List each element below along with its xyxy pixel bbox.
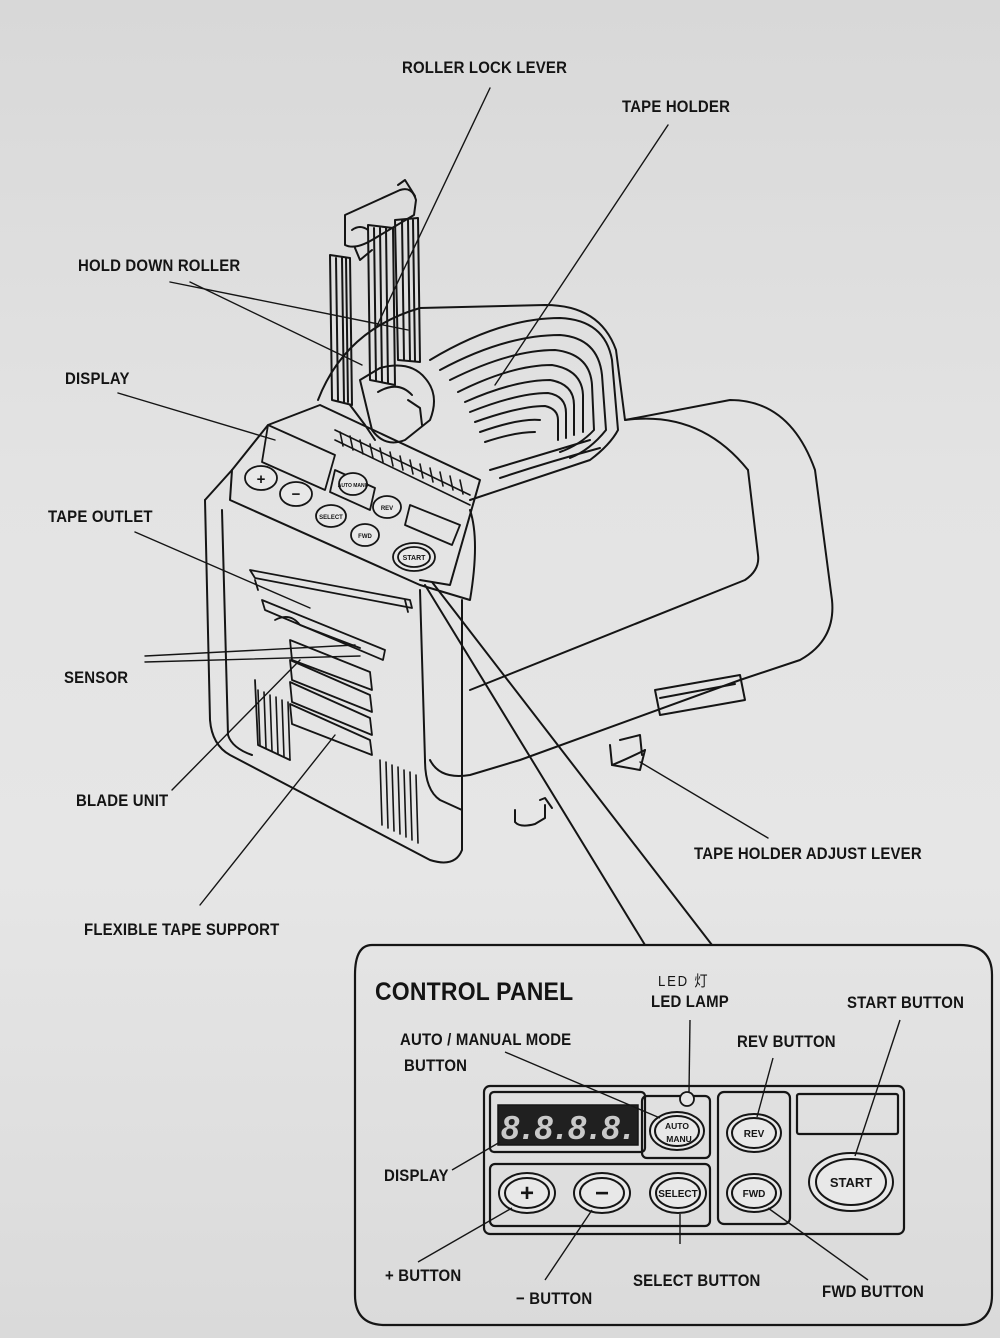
machine-body bbox=[204, 304, 834, 864]
leader-lines bbox=[117, 87, 769, 906]
machine-plus-label: + bbox=[257, 471, 266, 488]
label-sensor: SENSOR bbox=[64, 668, 129, 687]
rev-button[interactable] bbox=[726, 1113, 782, 1153]
vent-grille bbox=[257, 689, 419, 844]
machine-fwd-label: FWD bbox=[358, 534, 372, 540]
label-tape-outlet: TAPE OUTLET bbox=[48, 507, 153, 526]
machine-rev-label: REV bbox=[381, 506, 393, 512]
label-hold-down-roller: HOLD DOWN ROLLER bbox=[78, 256, 241, 275]
label-select-button: SELECT BUTTON bbox=[633, 1271, 761, 1290]
machine-auto-manu-button[interactable] bbox=[338, 472, 368, 496]
tape-guide-fins bbox=[334, 429, 471, 506]
select-label: SELECT bbox=[658, 1189, 697, 1200]
label-tape-holder-adjust-lever: TAPE HOLDER ADJUST LEVER bbox=[694, 844, 922, 863]
callout-wedge bbox=[424, 581, 713, 946]
label-display: DISPLAY bbox=[65, 369, 130, 388]
display-digits: 8.8.8.8. bbox=[501, 1109, 635, 1146]
label-plus-button: + BUTTON bbox=[385, 1266, 462, 1285]
machine-select-button[interactable] bbox=[315, 504, 347, 528]
label-led-chinese: LED 灯 bbox=[658, 973, 710, 990]
label-tape-holder: TAPE HOLDER bbox=[622, 97, 731, 116]
label-led-lamp: LED LAMP bbox=[651, 992, 729, 1011]
fwd-button[interactable] bbox=[726, 1173, 782, 1213]
auto-label: AUTO bbox=[665, 1121, 689, 1131]
led-lamp-icon bbox=[679, 1091, 695, 1107]
manu-label: MANU bbox=[666, 1134, 692, 1144]
auto-manu-button[interactable] bbox=[649, 1111, 705, 1151]
label-start-button: START BUTTON bbox=[847, 993, 965, 1012]
select-button[interactable] bbox=[649, 1172, 707, 1214]
machine-minus-button[interactable] bbox=[279, 481, 313, 507]
rev-label: REV bbox=[744, 1129, 765, 1140]
roller-assembly bbox=[329, 179, 435, 444]
label-panel-display: DISPLAY bbox=[384, 1166, 449, 1185]
panel-leader-lines bbox=[417, 1019, 901, 1281]
label-rev-button: REV BUTTON bbox=[737, 1032, 836, 1051]
machine-rev-button[interactable] bbox=[372, 495, 402, 519]
label-blade-unit: BLADE UNIT bbox=[76, 791, 169, 810]
segment-display: 8.8.8.8. bbox=[497, 1104, 639, 1146]
plus-label: + bbox=[520, 1180, 534, 1207]
machine-fwd-button[interactable] bbox=[350, 523, 380, 547]
start-button[interactable] bbox=[808, 1152, 894, 1212]
label-auto-manual-mode: AUTO / MANUAL MODE bbox=[400, 1030, 572, 1049]
label-fwd-button: FWD BUTTON bbox=[822, 1282, 925, 1301]
control-panel-box bbox=[353, 943, 994, 1327]
plus-button[interactable] bbox=[498, 1172, 556, 1214]
minus-label: − bbox=[595, 1180, 609, 1207]
machine-select-label: SELECT bbox=[319, 515, 343, 521]
label-auto-manual-button: BUTTON bbox=[404, 1056, 468, 1075]
tape-holder-drawing bbox=[429, 317, 619, 501]
label-minus-button: − BUTTON bbox=[516, 1289, 593, 1308]
minus-button[interactable] bbox=[573, 1172, 631, 1214]
machine-auto-manu-label: AUTO MANU bbox=[338, 483, 369, 489]
machine-plus-button[interactable] bbox=[244, 465, 278, 491]
tape-outlet-area bbox=[249, 569, 413, 761]
machine-start-label: START bbox=[403, 555, 427, 562]
machine-minus-label: − bbox=[292, 486, 301, 503]
fwd-label: FWD bbox=[743, 1189, 766, 1200]
start-label: START bbox=[830, 1175, 872, 1190]
control-panel-title: CONTROL PANEL bbox=[375, 978, 574, 1006]
label-roller-lock-lever: ROLLER LOCK LEVER bbox=[402, 58, 568, 77]
label-flexible-tape-support: FLEXIBLE TAPE SUPPORT bbox=[84, 920, 280, 939]
